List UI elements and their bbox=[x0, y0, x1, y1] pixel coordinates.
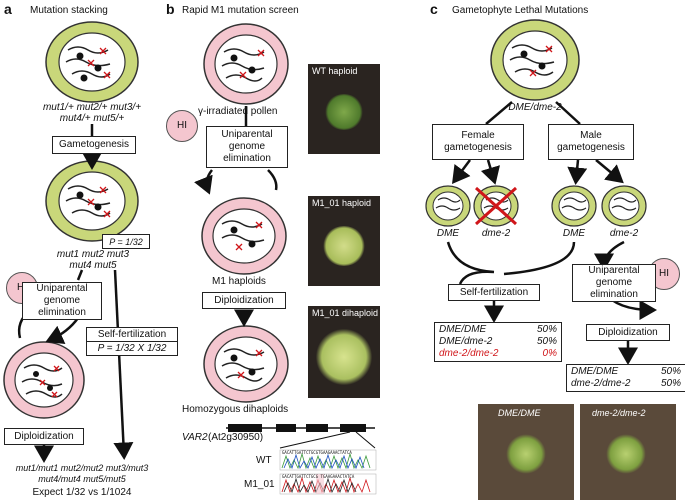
result-row-lethal: dme-2/dme-2 0% bbox=[439, 348, 557, 360]
dme-label-2: DME bbox=[562, 228, 586, 239]
final-genotype-line2: mut4/mut4 mut5/mut5 bbox=[38, 474, 126, 484]
results-table-haploid-induction: DME/DME 50% dme-2/dme-2 50% bbox=[566, 364, 685, 392]
genotype-mutant-line1: mut1 mut2 mut3 bbox=[56, 249, 130, 260]
result-row: dme-2/dme-2 50% bbox=[571, 378, 681, 390]
male-gametogenesis-box: Male gametogenesis bbox=[548, 124, 634, 160]
female-gametogenesis-box: Female gametogenesis bbox=[432, 124, 524, 160]
gene-name: VAR2 bbox=[182, 432, 208, 443]
probability-product-box: P = 1/32 X 1/32 bbox=[86, 341, 178, 356]
m1-dihaploid-caption: M1_01 dihaploid bbox=[312, 308, 379, 318]
plant-rosette bbox=[322, 226, 366, 266]
panel-c-title: Gametophyte Lethal Mutations bbox=[452, 5, 589, 16]
uniparental-box-a: Uniparental genome elimination bbox=[22, 282, 102, 320]
genotype-mutant-line2: mut4 mut5 bbox=[69, 260, 117, 271]
panel-b-label: b bbox=[166, 1, 175, 17]
genotype-heterozygous-line1: mut1/+ mut2/+ mut3/+ bbox=[42, 102, 142, 113]
result-percent: 0% bbox=[542, 348, 557, 359]
gametophyte-c4 bbox=[601, 185, 647, 227]
wt-seq-label: WT bbox=[256, 455, 272, 466]
self-fertilization-box-c: Self-fertilization bbox=[448, 284, 540, 301]
gametophyte-c1 bbox=[425, 185, 471, 227]
pollen-cell-b1 bbox=[203, 23, 289, 105]
m1-seq-label: M1_01 bbox=[244, 479, 275, 490]
hi-bubble-b: HI bbox=[166, 110, 198, 142]
wt-haploid-photo: WT haploid bbox=[308, 64, 380, 154]
gametophyte-c3 bbox=[551, 185, 597, 227]
m1-haploid-photo: M1_01 haploid bbox=[308, 196, 380, 286]
dme-label-1: DME bbox=[436, 228, 460, 239]
result-genotype: DME/dme-2 bbox=[439, 336, 493, 347]
diploidization-box-a: Diploidization bbox=[4, 428, 84, 445]
gametophyte-c2 bbox=[473, 185, 519, 227]
result-genotype: dme-2/dme-2 bbox=[439, 348, 499, 359]
uniparental-box-b: Uniparental genome elimination bbox=[206, 126, 288, 168]
expectation-text: Expect 1/32 vs 1/1024 bbox=[32, 487, 132, 498]
dihaploid-cell-b3 bbox=[203, 325, 289, 403]
pollen-cell-a2 bbox=[45, 160, 139, 242]
result-row: DME/dme-2 50% bbox=[439, 336, 557, 348]
results-table-self-fertilization: DME/DME 50% DME/dme-2 50% dme-2/dme-2 0% bbox=[434, 322, 562, 362]
m1-dihaploid-photo: M1_01 dihaploid bbox=[308, 306, 380, 398]
diploidization-box-c: Diploidization bbox=[586, 324, 670, 341]
dme2-label-1: dme-2 bbox=[481, 228, 511, 239]
plant-rosette bbox=[506, 434, 546, 474]
m1-sequence: GACATTGATTCTGCG TGAAGAAACTATCA bbox=[282, 474, 355, 479]
result-percent: 50% bbox=[536, 336, 557, 347]
gametogenesis-box: Gametogenesis bbox=[52, 136, 136, 154]
m1-haploid-caption: M1_01 haploid bbox=[312, 198, 372, 208]
genotype-heterozygous-line2: mut4/+ mut5/+ bbox=[59, 113, 125, 124]
dme-dme-caption: DME/DME bbox=[498, 408, 541, 418]
plant-rosette bbox=[606, 434, 646, 474]
result-genotype: DME/DME bbox=[439, 324, 487, 335]
self-fertilization-box-a: Self-fertilization bbox=[86, 327, 178, 342]
haploid-cell-b2 bbox=[201, 197, 287, 275]
result-genotype: DME/DME bbox=[571, 366, 619, 377]
result-percent: 50% bbox=[536, 324, 557, 335]
dme-dme-photo: DME/DME bbox=[478, 404, 574, 500]
result-percent: 50% bbox=[660, 366, 681, 377]
plant-rosette bbox=[324, 94, 364, 130]
result-row: DME/DME 50% bbox=[571, 366, 681, 378]
panel-a-title: Mutation stacking bbox=[30, 5, 108, 16]
final-genotype-line1: mut1/mut1 mut2/mut2 mut3/mut3 bbox=[15, 463, 149, 473]
dme2-dme2-photo: dme-2/dme-2 bbox=[580, 404, 676, 500]
plant-rosette bbox=[316, 328, 372, 386]
diploid-cell-a3 bbox=[3, 341, 85, 419]
uniparental-box-c: Uniparental genome elimination bbox=[572, 264, 656, 302]
dme2-dme2-caption: dme-2/dme-2 bbox=[592, 408, 646, 418]
homozygous-label: Homozygous dihaploids bbox=[182, 404, 289, 415]
parent-cell-c1 bbox=[490, 19, 580, 101]
dme2-label-2: dme-2 bbox=[609, 228, 639, 239]
panel-b-title: Rapid M1 mutation screen bbox=[182, 5, 299, 16]
panel-c-label: c bbox=[430, 1, 438, 17]
probability-box: P = 1/32 bbox=[102, 234, 150, 249]
result-genotype: dme-2/dme-2 bbox=[571, 378, 631, 389]
result-row: DME/DME 50% bbox=[439, 324, 557, 336]
pollen-cell-a1 bbox=[45, 21, 139, 103]
panel-a-label: a bbox=[4, 1, 12, 17]
pollen-label: γ-irradiated pollen bbox=[198, 106, 278, 117]
wt-haploid-caption: WT haploid bbox=[312, 66, 358, 76]
m1-haploids-label: M1 haploids bbox=[212, 276, 266, 287]
parent-genotype: DME/dme-2 bbox=[508, 102, 562, 113]
wt-sequence: GACATTGATTCTGCGTGAAGAAACTATCA bbox=[282, 450, 352, 455]
result-percent: 50% bbox=[660, 378, 681, 389]
diploidization-box-b: Diploidization bbox=[202, 292, 286, 309]
gene-id: (At2g30950) bbox=[208, 432, 264, 443]
